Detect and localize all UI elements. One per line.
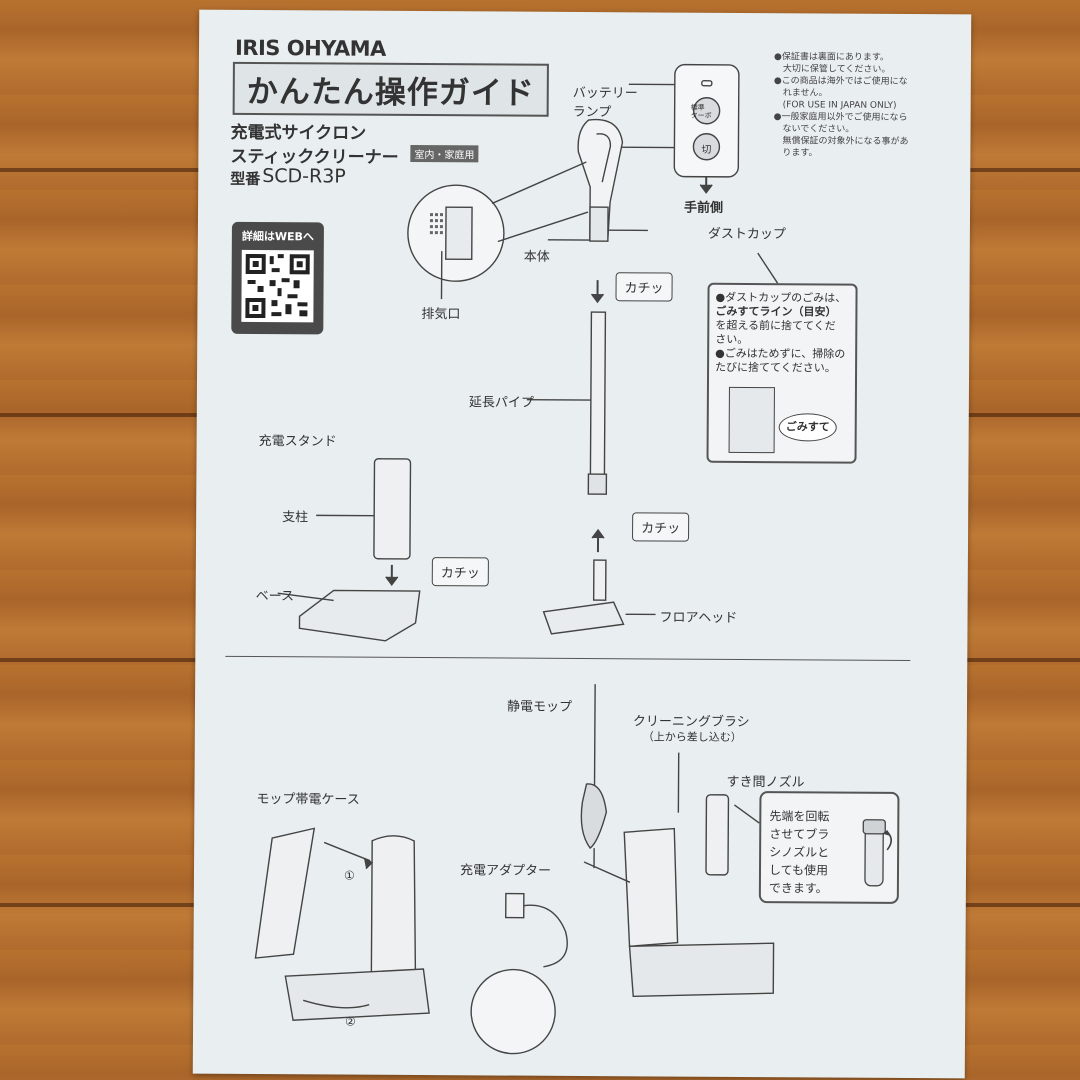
charging-adapter-icon (505, 892, 525, 919)
front-side-label: 手前側 (684, 200, 724, 216)
charging-adapter-label: 充電アダプター (459, 863, 552, 879)
static-mop-icon (580, 783, 608, 850)
mop-case-label: モップ帯電ケース (256, 792, 360, 808)
dust-cup-icon (728, 386, 775, 454)
crevice-nozzle-label: すき間ノズル (726, 774, 805, 791)
accessory-stand-icon (623, 827, 679, 948)
qr-code-icon (241, 249, 314, 323)
body-label: 本体 (523, 249, 550, 265)
dust-cup-note-box: ●ダストカップのごみは、 ごみすてライン（目安） を超える前に捨ててくだ さい。… (706, 282, 858, 464)
floor-head-icon (542, 601, 625, 635)
rotating-nozzle-icon (862, 819, 892, 887)
base-label: ベース (255, 589, 295, 605)
nozzle-tip-text: 先端を回転させてブラシノズルと しても使用できます。 (768, 809, 830, 896)
crevice-nozzle-icon (705, 794, 730, 876)
off-button-label[interactable]: 切 (701, 144, 712, 156)
cleaning-brush-label: クリーニングブラシ (632, 714, 750, 731)
click-callout-pipe: カチッ (632, 512, 690, 542)
charging-stand-label: 充電スタンド (258, 434, 337, 450)
qr-code-block[interactable]: 詳細はWEBへ (231, 221, 324, 335)
charging-stand-pillar-icon (373, 458, 412, 560)
step-two-marker: ② (345, 1014, 356, 1029)
click-callout-top: カチッ (615, 272, 673, 302)
floor-head-label: フロアヘッド (659, 610, 738, 626)
cleaning-brush-note: （上から差し込む） (642, 730, 742, 744)
mop-case-icon (254, 827, 316, 959)
charging-stand-base-icon (298, 589, 421, 642)
nozzle-tip-box: 先端を回転させてブラシノズルと しても使用できます。 (758, 791, 900, 904)
extension-pipe-label: 延長パイプ (468, 395, 534, 411)
pillar-label: 支柱 (282, 510, 309, 526)
battery-lamp-label: バッテリーランプ (572, 85, 638, 121)
turbo-button-label[interactable]: 標準ターボ (690, 103, 712, 120)
click-callout-stand: カチッ (431, 557, 489, 587)
dust-empty-label: ごみすて (778, 413, 837, 442)
step-one-marker: ① (343, 868, 355, 883)
illustration-layer (254, 63, 779, 1055)
extension-pipe-icon (589, 311, 607, 488)
guide-sheet: IRIS OHYAMA かんたん操作ガイド 充電式サイクロン スティッククリーナ… (192, 9, 972, 1079)
dust-cup-label: ダストカップ (707, 226, 786, 243)
exhaust-label: 排気口 (421, 307, 461, 323)
static-mop-label: 静電モップ (506, 699, 573, 715)
